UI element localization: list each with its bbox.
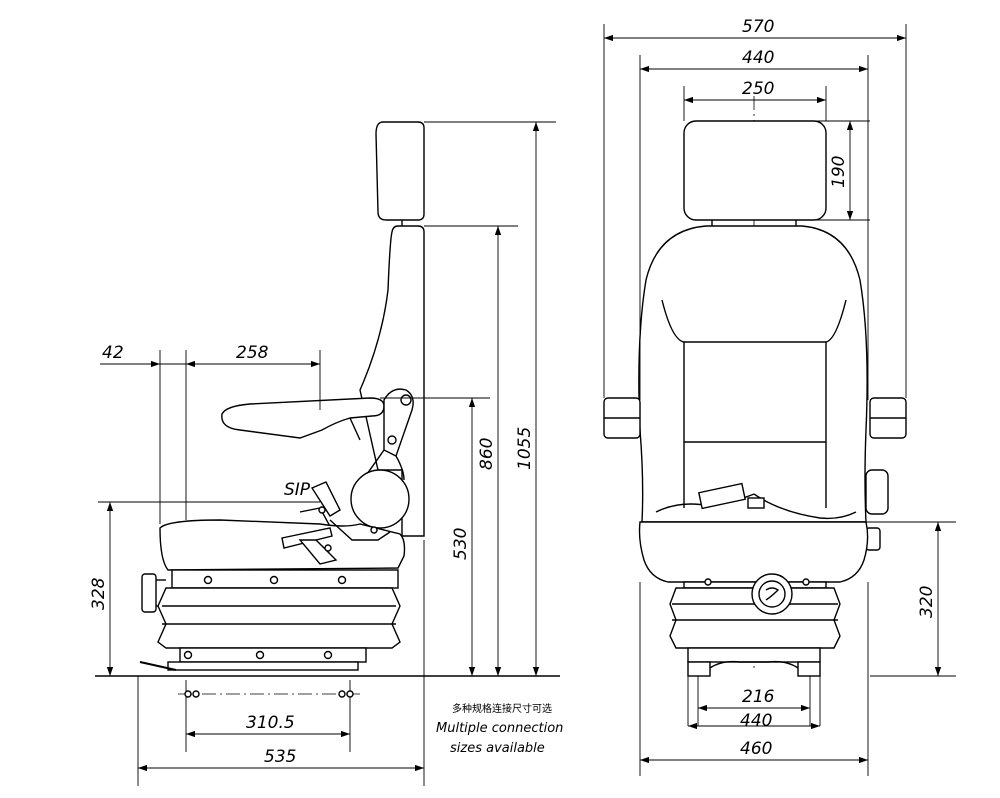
bolt-hole-rear bbox=[338, 690, 346, 698]
front-base bbox=[687, 647, 821, 663]
dim-535: 535 bbox=[264, 747, 296, 767]
front-seat-cushion bbox=[638, 521, 869, 583]
front-lever bbox=[281, 527, 333, 549]
front-bellows bbox=[669, 587, 841, 649]
dim-860: 860 bbox=[477, 438, 497, 470]
sip-label: SIP bbox=[284, 480, 311, 500]
dim-320: 320 bbox=[917, 586, 937, 618]
front-backrest bbox=[638, 225, 868, 523]
note-chinese: 多种规格连接尺寸可选 bbox=[452, 702, 552, 715]
dim-190: 190 bbox=[829, 156, 849, 188]
lumbar-knob bbox=[350, 469, 410, 529]
base-frame bbox=[179, 647, 367, 663]
note-line-1: Multiple connection bbox=[436, 721, 563, 736]
side-headrest bbox=[375, 121, 425, 221]
sip-lever bbox=[310, 481, 341, 517]
dim-530: 530 bbox=[451, 528, 471, 560]
dim-440-bottom: 440 bbox=[740, 711, 772, 731]
note-line-2: sizes available bbox=[450, 741, 545, 756]
connector bbox=[697, 482, 747, 510]
dim-250: 250 bbox=[742, 79, 774, 99]
suspension-bellows bbox=[157, 587, 401, 649]
dim-440-top: 440 bbox=[742, 48, 774, 68]
dim-42: 42 bbox=[102, 343, 124, 363]
dim-328: 328 bbox=[89, 577, 109, 610]
height-adjust-knob bbox=[141, 573, 157, 613]
weight-dial bbox=[758, 580, 786, 608]
side-knob bbox=[865, 469, 889, 515]
dim-310-5: 310.5 bbox=[246, 713, 295, 733]
front-view: 570 440 250 190 320 216 440 460 bbox=[603, 17, 956, 776]
side-view: 42 258 328 530 860 1055 310.5 535 SIP bbox=[89, 121, 560, 786]
bolt-hole-front bbox=[184, 690, 192, 698]
right-foot bbox=[797, 661, 821, 677]
front-headrest bbox=[683, 120, 827, 221]
dim-258: 258 bbox=[236, 343, 269, 363]
side-armrest bbox=[221, 397, 385, 439]
dim-460: 460 bbox=[740, 739, 772, 759]
left-foot bbox=[687, 661, 711, 677]
side-backrest bbox=[359, 225, 425, 537]
connection-note: 多种规格连接尺寸可选 Multiple connection sizes ava… bbox=[436, 702, 563, 756]
dim-570: 570 bbox=[742, 17, 774, 37]
dim-1055: 1055 bbox=[515, 427, 535, 470]
fore-aft-handle bbox=[139, 661, 177, 671]
side-seat-cushion bbox=[159, 519, 406, 571]
dim-216: 216 bbox=[742, 687, 775, 707]
